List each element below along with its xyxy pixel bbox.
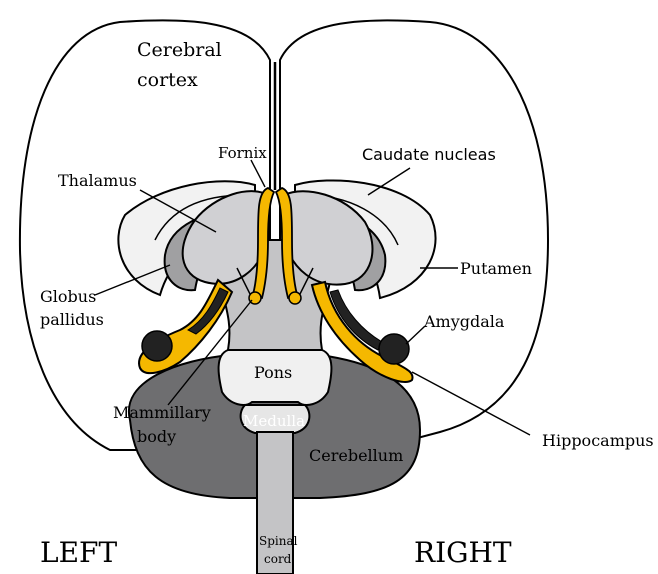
- spinal-cord-label-line2: cord: [264, 552, 292, 566]
- left-side-label: LEFT: [40, 536, 117, 569]
- mammillary-body-label-line1: Mammillary: [113, 403, 211, 422]
- mammillary-body-label-line2: body: [137, 427, 176, 446]
- mammillary-body-right: [289, 292, 301, 304]
- putamen-label: Putamen: [460, 259, 532, 278]
- hippocampus-label: Hippocampus: [542, 431, 654, 450]
- spinal-cord-label-line1: Spinal: [259, 534, 298, 548]
- amygdala-label: Amygdala: [423, 312, 505, 331]
- amygdala-left: [142, 331, 172, 361]
- globus-pallidus-label-line1: Globus: [40, 287, 96, 306]
- right-side-label: RIGHT: [414, 536, 512, 569]
- pons-label: Pons: [254, 363, 292, 382]
- cerebellum-label: Cerebellum: [309, 446, 403, 465]
- amygdala-right: [379, 334, 409, 364]
- medulla-label: Medulla: [243, 412, 305, 430]
- cerebral-cortex-label-line2: cortex: [137, 69, 198, 91]
- fornix-label: Fornix: [218, 144, 267, 162]
- globus-pallidus-label-line2: pallidus: [40, 310, 104, 329]
- thalamus-label: Thalamus: [58, 171, 137, 190]
- caudate-nucleus-label: Caudate nucleas: [362, 145, 496, 164]
- cerebral-cortex-label-line1: Cerebral: [137, 39, 222, 61]
